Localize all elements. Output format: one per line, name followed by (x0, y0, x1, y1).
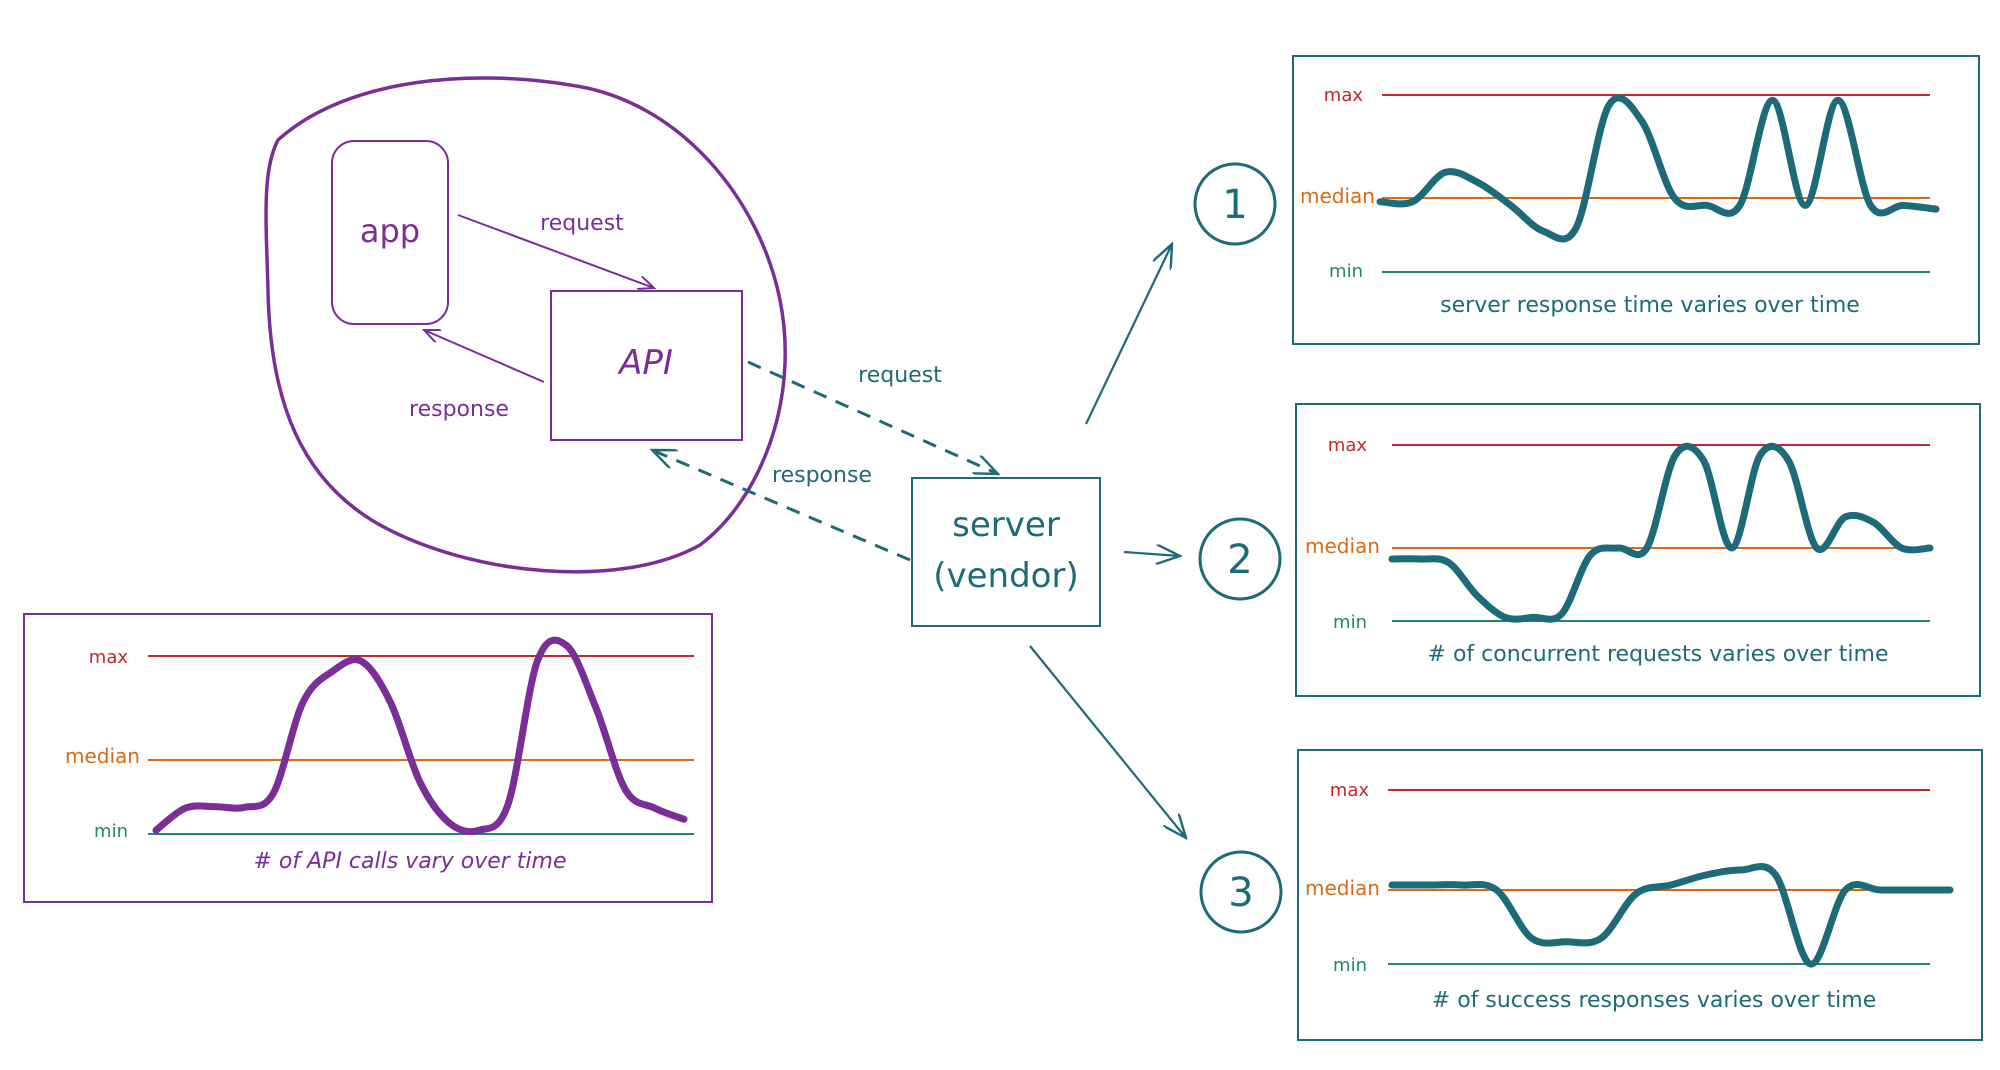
app-system: app API request response (264, 76, 787, 574)
badge-circle (1193, 162, 1277, 246)
median-label: median (1300, 184, 1375, 208)
badge-number: 3 (1228, 870, 1253, 916)
max-label: max (1328, 435, 1368, 456)
badge-number: 2 (1227, 537, 1252, 583)
number-badge-3: 3 (1199, 850, 1283, 934)
app-request-arrow (457, 214, 654, 288)
chart-concurrent-requests: max median min # of concurrent requests … (1295, 403, 1981, 697)
server-label-line1: server (952, 505, 1060, 545)
api-box (550, 290, 743, 441)
arrow-to-chart-3 (1029, 645, 1186, 838)
chart-api-calls: max median min # of API calls vary over … (23, 613, 713, 903)
chart-success-responses: max median min # of success responses va… (1297, 749, 1983, 1041)
max-label: max (1330, 780, 1370, 801)
chart-frame (1295, 403, 1981, 697)
value-curve (152, 636, 688, 836)
chart-caption: server response time varies over time (1440, 293, 1860, 318)
number-badge-2: 2 (1198, 517, 1282, 601)
value-curve (1376, 94, 1940, 243)
badge-circle (1198, 517, 1282, 601)
chart-caption: # of API calls vary over time (254, 849, 567, 874)
arrow-to-chart-1 (1085, 244, 1172, 425)
badge-number: 1 (1222, 182, 1247, 228)
min-label: min (94, 821, 128, 842)
app-box (331, 140, 449, 325)
vendor-request-arrow (747, 360, 998, 476)
arrow-to-chart-2 (1123, 552, 1180, 556)
chart-frame (23, 613, 713, 903)
median-label: median (1305, 876, 1380, 900)
server-box (911, 477, 1101, 627)
app-request-label: request (540, 211, 624, 236)
vendor: server (vendor) request response (652, 244, 1186, 838)
app-label: app (360, 212, 420, 250)
max-label: max (1324, 85, 1364, 106)
chart-caption: # of concurrent requests varies over tim… (1428, 642, 1889, 667)
number-badge-1: 1 (1193, 162, 1277, 246)
min-label: min (1333, 955, 1367, 976)
badge-circle (1199, 850, 1283, 934)
value-curve (1388, 442, 1934, 623)
vendor-response-label: response (772, 463, 872, 488)
server-label-line2: (vendor) (933, 556, 1078, 596)
app-response-arrow (424, 330, 545, 383)
min-label: min (1333, 612, 1367, 633)
vendor-request-label: request (858, 363, 942, 388)
max-label: max (89, 647, 129, 668)
chart-frame (1292, 55, 1980, 345)
median-label: median (1305, 534, 1380, 558)
chart-response-time: max median min server response time vari… (1292, 55, 1980, 345)
chart-frame (1297, 749, 1983, 1041)
chart-caption: # of success responses varies over time (1432, 988, 1876, 1013)
value-curve (1388, 863, 1954, 968)
median-label: median (65, 744, 140, 768)
api-label: API (617, 343, 673, 383)
app-response-label: response (409, 397, 509, 422)
min-label: min (1329, 261, 1363, 282)
app-system-boundary (264, 76, 787, 574)
